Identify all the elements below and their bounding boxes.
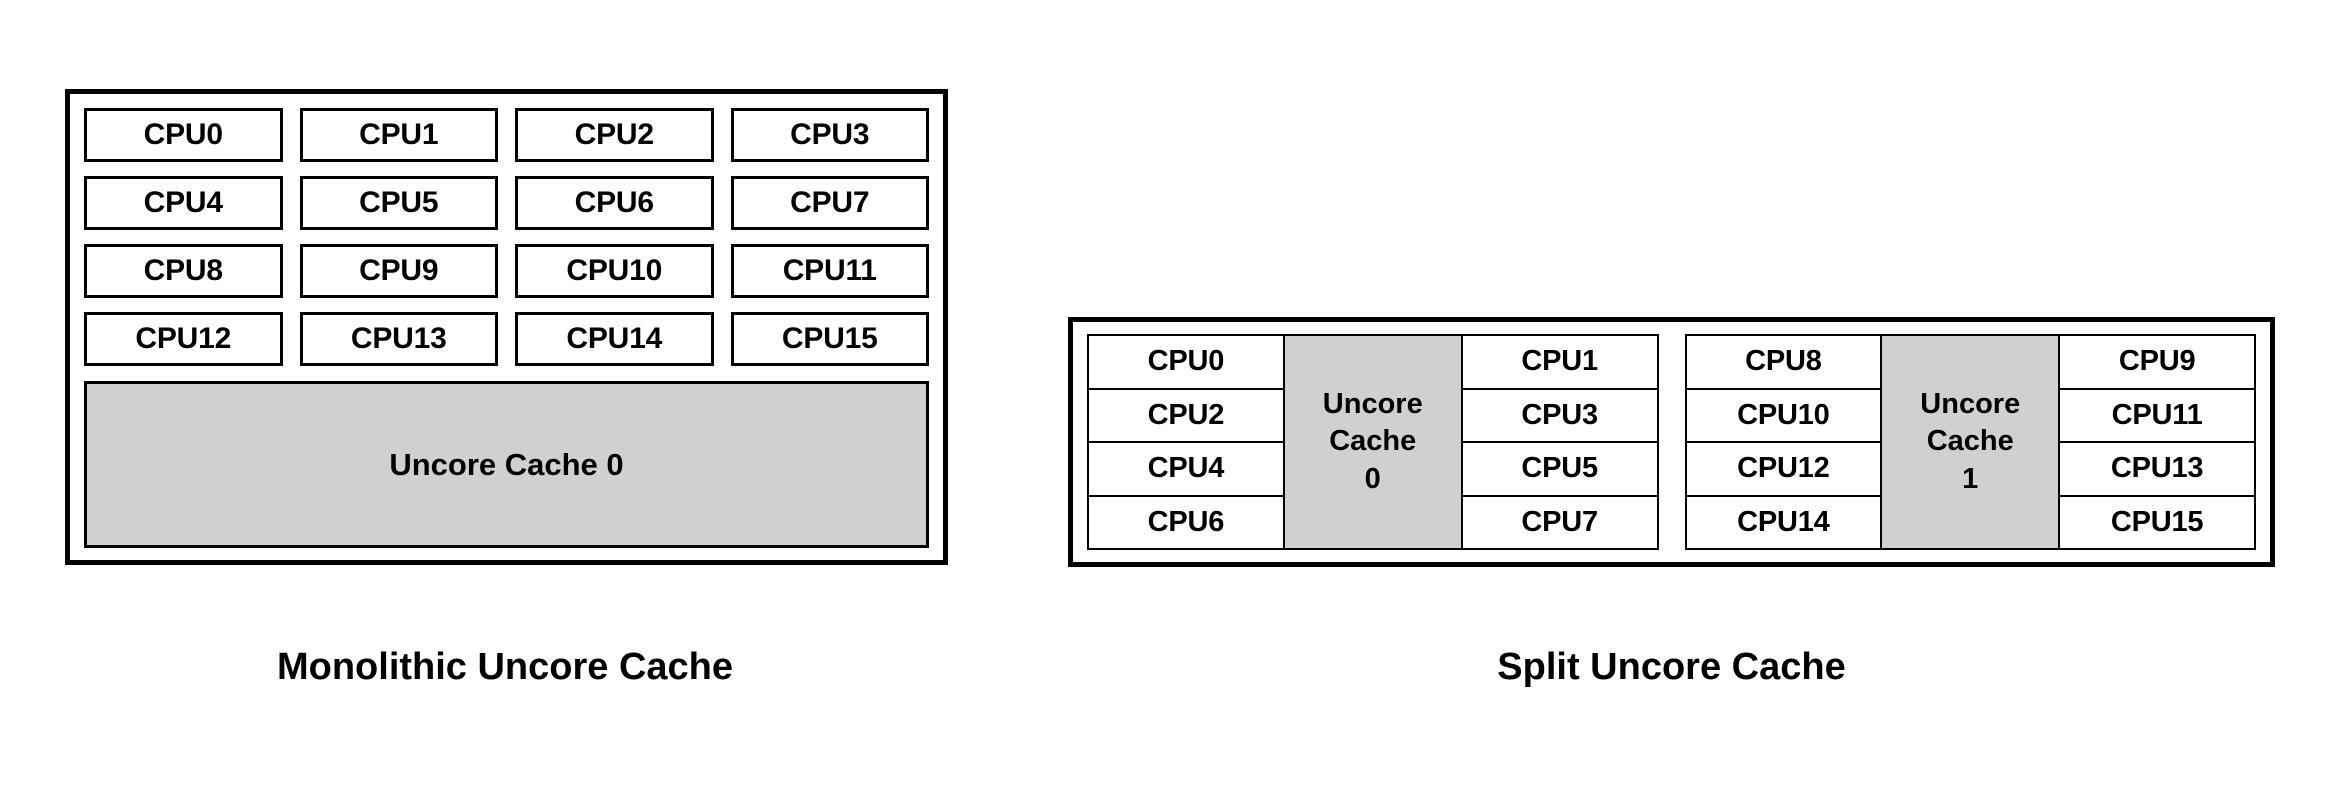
split-inner-content: CPU0 CPU2 CPU4 CPU6 Uncore Cache 0 CPU1 …	[1073, 322, 2270, 562]
split-caption: Split Uncore Cache	[1497, 646, 1846, 688]
cpu-box: CPU1	[1460, 334, 1659, 390]
cpu-box: CPU13	[299, 312, 498, 366]
cpu-box: CPU11	[2058, 387, 2256, 443]
uncore-cache-box-0: Uncore Cache 0	[1282, 334, 1463, 550]
uncore-cache-box-1: Uncore Cache 1	[1880, 334, 2061, 550]
cpu-box: CPU6	[1087, 494, 1285, 550]
cache-label-line-1: Uncore	[1920, 388, 2021, 421]
cpu-box: CPU0	[1087, 334, 1285, 390]
cache-label-line-1: Uncore	[1322, 388, 1423, 421]
cpu-box: CPU13	[2058, 441, 2256, 497]
monolithic-inner-content: CPU0 CPU1 CPU2 CPU3 CPU4 CPU5 CPU6 CPU7 …	[70, 94, 943, 560]
cpu-box: CPU0	[84, 108, 283, 162]
cpu-box: CPU2	[515, 108, 714, 162]
cpu-box: CPU14	[515, 312, 714, 366]
cpu-box: CPU6	[515, 176, 714, 230]
cpu-box: CPU8	[84, 244, 283, 298]
cpu-box: CPU15	[730, 312, 929, 366]
cpu-box: CPU3	[1460, 387, 1659, 443]
cpu-box: CPU15	[2058, 494, 2256, 550]
cluster-1-right-cpu-column: CPU9 CPU11 CPU13 CPU15	[2058, 334, 2256, 550]
cpu-box: CPU9	[299, 244, 498, 298]
cpu-box: CPU8	[1684, 334, 1883, 390]
cpu-box: CPU3	[730, 108, 929, 162]
cpu-box: CPU7	[1460, 494, 1659, 550]
cpu-box: CPU5	[1460, 441, 1659, 497]
cache-label-line-2: Cache	[1926, 425, 2014, 458]
monolithic-cpu-grid: CPU0 CPU1 CPU2 CPU3 CPU4 CPU5 CPU6 CPU7 …	[84, 108, 929, 366]
uncore-cache-box: Uncore Cache 0	[84, 381, 929, 548]
monolithic-diagram: CPU0 CPU1 CPU2 CPU3 CPU4 CPU5 CPU6 CPU7 …	[65, 89, 948, 565]
cluster-0-left-cpu-column: CPU0 CPU2 CPU4 CPU6	[1087, 334, 1285, 550]
cluster-1-left-cpu-column: CPU8 CPU10 CPU12 CPU14	[1684, 334, 1883, 550]
cpu-box: CPU1	[299, 108, 498, 162]
cache-label-line-2: Cache	[1329, 425, 1417, 458]
cpu-box: CPU5	[299, 176, 498, 230]
cpu-box: CPU12	[1684, 441, 1883, 497]
cpu-box: CPU11	[730, 244, 929, 298]
cpu-box: CPU12	[84, 312, 283, 366]
cluster-1: CPU8 CPU10 CPU12 CPU14 Uncore Cache 1 CP…	[1684, 334, 2256, 550]
cpu-box: CPU10	[1684, 387, 1883, 443]
cpu-box: CPU10	[515, 244, 714, 298]
cpu-box: CPU4	[1087, 441, 1285, 497]
cpu-box: CPU9	[2058, 334, 2256, 390]
split-diagram: CPU0 CPU2 CPU4 CPU6 Uncore Cache 0 CPU1 …	[1068, 317, 2275, 567]
cluster-0-right-cpu-column: CPU1 CPU3 CPU5 CPU7	[1460, 334, 1659, 550]
cluster-0: CPU0 CPU2 CPU4 CPU6 Uncore Cache 0 CPU1 …	[1087, 334, 1659, 550]
cpu-box: CPU14	[1684, 494, 1883, 550]
cpu-box: CPU2	[1087, 387, 1285, 443]
cache-label-line-3: 0	[1364, 462, 1381, 495]
cache-label-line-3: 1	[1962, 462, 1979, 495]
cpu-box: CPU7	[730, 176, 929, 230]
monolithic-caption: Monolithic Uncore Cache	[276, 646, 734, 688]
cpu-box: CPU4	[84, 176, 283, 230]
